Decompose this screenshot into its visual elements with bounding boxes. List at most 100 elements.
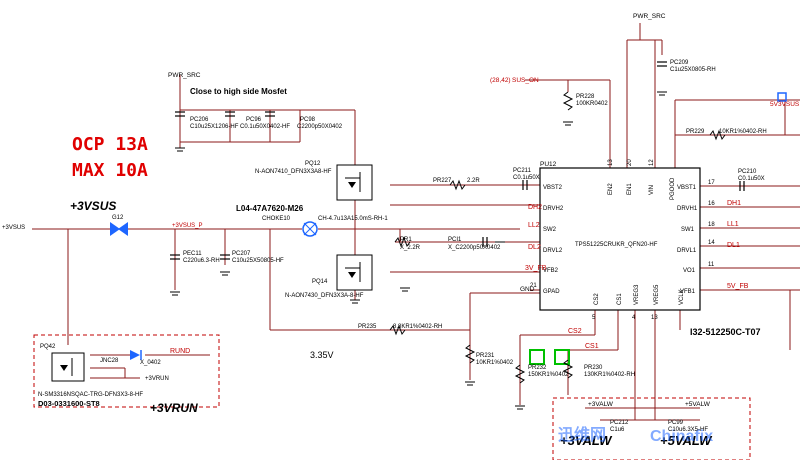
net-cs2: CS2 <box>568 328 582 335</box>
inductor-part: CH-4.7u13A15.0mS-RH-1 <box>318 216 388 222</box>
pq14-symbol <box>336 254 373 291</box>
watermark-cn: 迅维网 <box>558 425 606 444</box>
pc98-value: C2200p50X0402 <box>297 124 343 130</box>
pin-11: 11 <box>708 262 715 268</box>
net-3vsus-p: +3VSUS_P <box>172 223 203 229</box>
net-gnd-gpad: GND <box>520 286 535 293</box>
capacitors <box>170 61 745 260</box>
net-pwr-src-left: PWR_SRC <box>168 72 201 79</box>
pin-vbst2: VBST2 <box>543 185 563 191</box>
net-sus-on: SUS_ON <box>512 77 539 84</box>
pin-vin: VIN <box>649 185 655 195</box>
pc206-value: C10u25X1206-HF <box>190 124 239 130</box>
pq42-ref: PQ42 <box>40 344 56 350</box>
pin-17: 17 <box>708 180 715 186</box>
pr227-value: 2.2R <box>467 178 480 184</box>
pq42-symbol <box>51 352 85 382</box>
inductor-value: CHOKE10 <box>262 216 291 222</box>
net-5v-fb: 5V_FB <box>727 283 749 290</box>
net-3valw: +3VALW <box>588 401 614 408</box>
pc99-ref: PC99 <box>668 420 684 426</box>
highlight-pr230 <box>554 349 570 365</box>
inductor-ref: L04-47A7620-M26 <box>236 204 304 213</box>
rail-5valw-label: +5VALW <box>660 433 713 448</box>
pin-cs2: CS2 <box>594 293 600 305</box>
pr232-value: 150KR1%0402 <box>528 372 569 378</box>
net-ll1: LL1 <box>727 221 739 228</box>
net-3v-fb: 3V_FB <box>525 265 547 272</box>
diode-ref: X_0402 <box>140 360 161 366</box>
pq42-box <box>33 334 220 408</box>
pin-gpad-num: 21 <box>530 283 537 289</box>
pin-en1-num: 20 <box>627 159 633 166</box>
ic-pu12-body <box>539 167 701 311</box>
pin-vin-num: 12 <box>649 159 655 166</box>
choke-symbol <box>302 221 318 237</box>
pc211-value: C0.1u50X <box>513 175 540 181</box>
pin-drvl1: DRVL1 <box>677 248 697 254</box>
resistors <box>389 91 726 384</box>
pin-vreg3-num: 4 <box>632 315 636 321</box>
net-ll2: LL2 <box>528 222 540 229</box>
net-dl1: DL1 <box>727 242 740 249</box>
pr230-value: 130KR1%0402-RH <box>584 372 635 378</box>
pc98-ref: PC98 <box>300 117 316 123</box>
pin-vbst1: VBST1 <box>677 185 697 191</box>
net-sus-on-ref: (28,42) <box>490 77 511 84</box>
net-pwr-src-right: PWR_SRC <box>633 13 666 20</box>
ic-pins-bottom: CS2 CS1 VREG3 VREG5 VCLK 5 4 13 <box>592 284 685 321</box>
pci1-ref: PCI1 <box>448 237 462 243</box>
pc211-ref: PC211 <box>513 168 532 174</box>
pin-sw1: SW1 <box>681 227 695 233</box>
pc207-value: C10u25X50805-HF <box>232 258 284 264</box>
pr228-ref: PR228 <box>576 94 595 100</box>
pc210-value: C0.1u50X <box>738 176 765 182</box>
net-dl2: DL2 <box>528 244 541 251</box>
pin-gpad: GPAD <box>543 289 560 295</box>
pin-16: 16 <box>708 201 715 207</box>
pq12-symbol <box>336 164 373 201</box>
pec11-ref: PEC11 <box>183 251 202 257</box>
pin-drvl2: DRVL2 <box>543 248 563 254</box>
ocp-label: OCP 13A <box>72 134 148 155</box>
rail-3vsus-label: +3VSUS <box>70 199 116 213</box>
pr235-ref: PR235 <box>358 324 377 330</box>
net-5v3vsus: 5V3VSUS <box>770 101 800 108</box>
g12-symbol <box>110 222 120 236</box>
net-rund: RUND <box>170 348 190 355</box>
pin-18: 18 <box>708 222 715 228</box>
pc209-value: C1u25X0805-RH <box>670 67 716 73</box>
shapes <box>51 92 787 382</box>
watermark-en: Chinafix <box>650 428 713 445</box>
pq12-value: N-AON7410_DFN3X3A8-HF <box>255 169 332 175</box>
pc210-ref: PC210 <box>738 169 757 175</box>
grounds <box>170 91 667 410</box>
pin-drvh1: DRVH1 <box>677 206 698 212</box>
pc96-ref: PC96 <box>246 117 262 123</box>
net-dh2: DH2 <box>528 204 542 211</box>
pr232-ref: PR232 <box>528 365 547 371</box>
ic-pins-right: VBST1 DRVH1 SW1 DRVL1 VO1 VFB1 17 16 18 … <box>677 180 715 295</box>
pin-vo1: VO1 <box>683 268 696 274</box>
dashed-boxes <box>33 334 751 460</box>
pin-drvh2: DRVH2 <box>543 206 564 212</box>
pc207-ref: PC207 <box>232 251 251 257</box>
net-dh1: DH1 <box>727 200 741 207</box>
pin-vclk: VCLK <box>679 289 685 305</box>
pr229-ref: PR229 <box>686 129 705 135</box>
pq14-ref: PQ14 <box>312 279 328 285</box>
pr231-value: 10KR1%0402 <box>476 360 514 366</box>
pin-sw2: SW2 <box>543 227 557 233</box>
pr230-ref: PR230 <box>584 365 603 371</box>
pin-vfb2: VFB2 <box>543 268 559 274</box>
g12-ref: G12 <box>112 215 124 221</box>
pq14-value: N-AON7430_DFN3X3A-8-HF <box>285 293 364 299</box>
highlight-pr232 <box>529 349 545 365</box>
rail-3vrun-label: +3VRUN <box>150 401 198 415</box>
pc212-ref: PC212 <box>610 420 629 426</box>
net-3vsus-in: +3VSUS <box>2 225 25 231</box>
pr229-value: 10KR1%0402-RH <box>719 129 767 135</box>
net-cs1: CS1 <box>585 343 599 350</box>
pc99-value: C10u6.3X5-HF <box>668 427 708 433</box>
